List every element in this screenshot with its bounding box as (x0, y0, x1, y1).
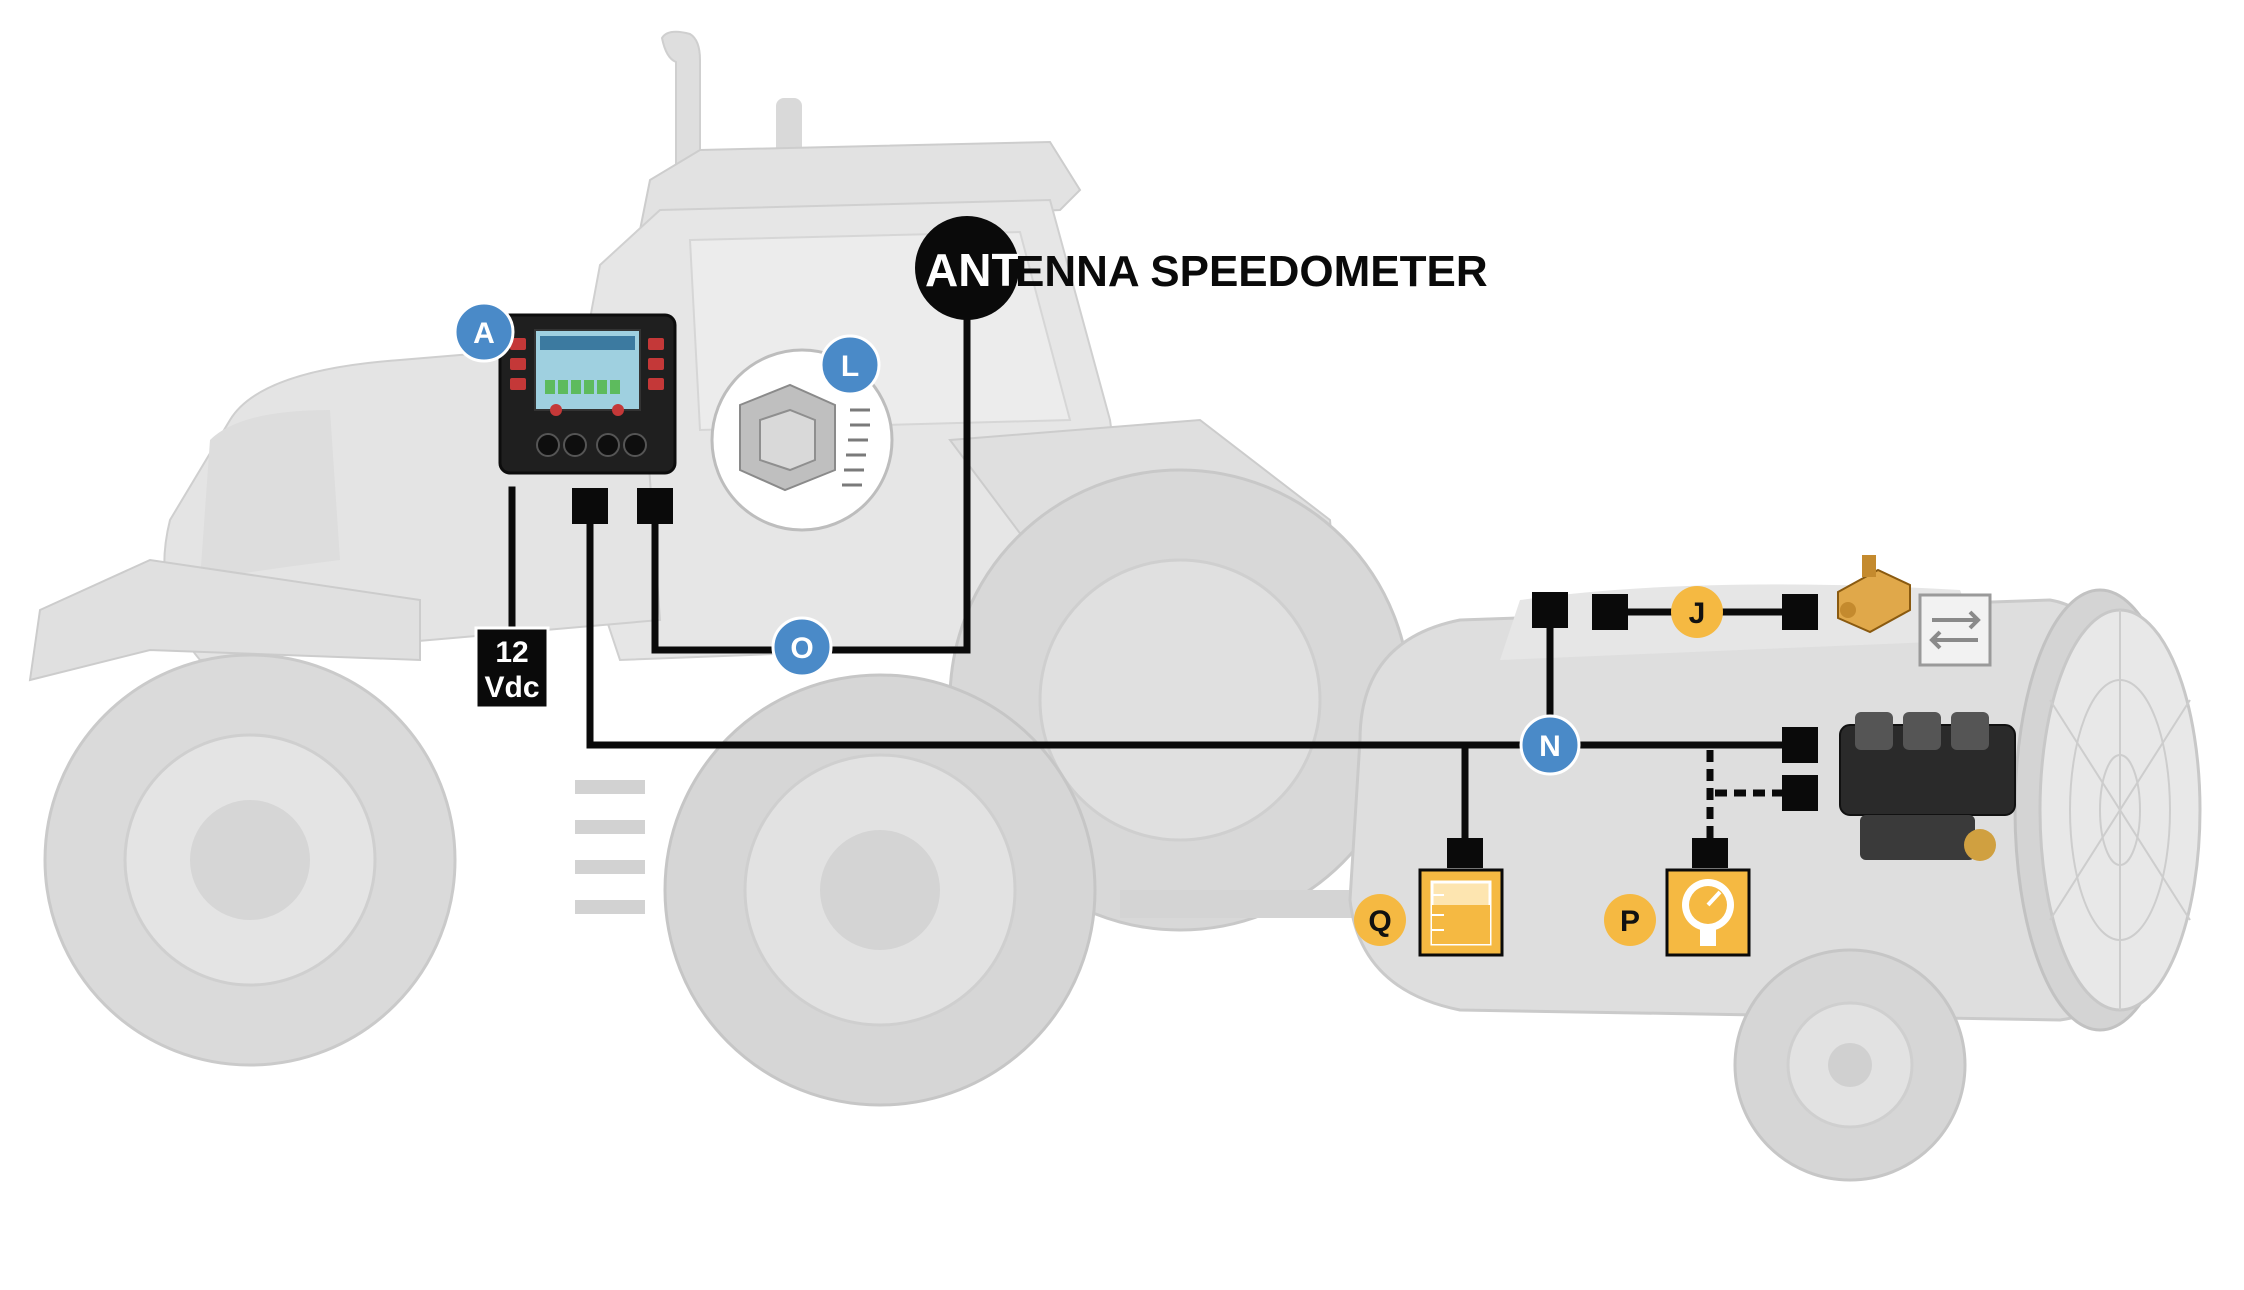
monitor-connector-2 (637, 488, 673, 524)
power-label-line2: Vdc (484, 671, 539, 704)
badge-l-text: L (841, 350, 859, 383)
tank-level-sensor-icon (1418, 868, 1504, 957)
connectors (572, 488, 1818, 868)
badge-j-text: J (1689, 597, 1706, 630)
j-connector-right (1782, 594, 1818, 630)
power-supply-box: 12 Vdc (474, 626, 550, 710)
antenna-label-part2: ENNA SPEEDOMETER (1015, 247, 1488, 296)
badge-j: J (1671, 586, 1723, 638)
pressure-regulator-valve (1837, 555, 1911, 634)
section-valves (1839, 712, 2016, 861)
main-bus-cable (586, 516, 1804, 749)
power-label-line1: 12 (495, 636, 528, 669)
valve-connector-2 (1782, 775, 1818, 811)
badge-l: L (819, 334, 881, 396)
badge-q: Q (1354, 894, 1406, 946)
badge-p-text: P (1620, 905, 1640, 938)
antenna-speedometer-label: ANT ENNA SPEEDOMETER (915, 216, 1488, 320)
sprayer-silhouette (1348, 584, 2202, 1182)
j-connector-left (1592, 594, 1628, 630)
p-connector (1692, 838, 1728, 868)
tractor-silhouette (28, 30, 1412, 1107)
badge-o: O (771, 616, 833, 678)
junction-connector (1532, 592, 1568, 628)
flow-direction-icon (1918, 593, 1992, 667)
control-monitor (498, 313, 677, 475)
monitor-connector-1 (572, 488, 608, 524)
badge-p: P (1604, 894, 1656, 946)
badge-a-text: A (473, 317, 495, 350)
pressure-sensor-icon (1665, 868, 1751, 957)
badge-a: A (453, 301, 515, 363)
badge-n: N (1519, 714, 1581, 776)
badge-q-text: Q (1368, 905, 1391, 938)
q-connector (1447, 838, 1483, 868)
mounting-bracket (710, 348, 894, 532)
valve-connector-1 (1782, 727, 1818, 763)
badge-n-text: N (1539, 730, 1561, 763)
antenna-label-part1: ANT (925, 244, 1020, 296)
badge-o-text: O (790, 632, 813, 665)
